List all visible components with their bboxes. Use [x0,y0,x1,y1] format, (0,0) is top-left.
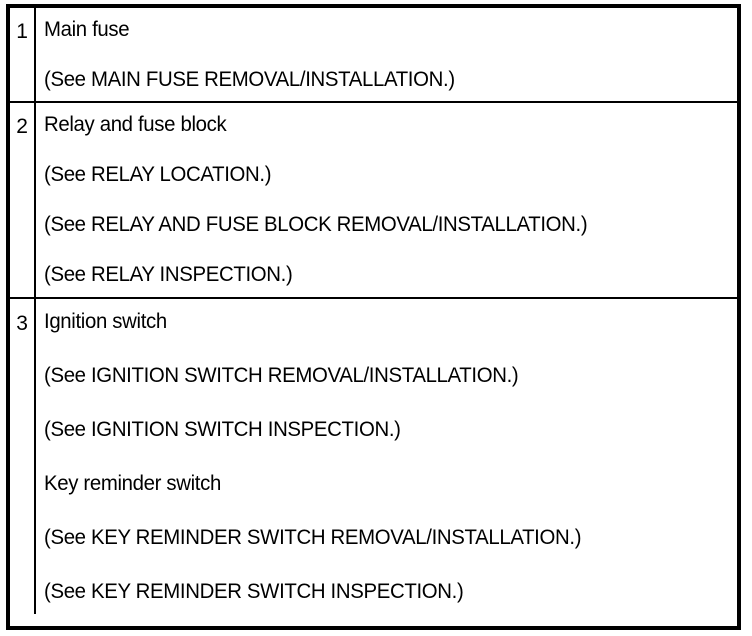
cross-reference: (See IGNITION SWITCH INSPECTION.) [44,418,401,441]
component-reference-table: 1 Main fuse (See MAIN FUSE REMOVAL/INSTA… [6,4,741,630]
row-number: 2 [16,115,28,138]
row-number-cell: 3 [10,299,36,614]
cross-reference: (See IGNITION SWITCH REMOVAL/INSTALLATIO… [44,364,519,387]
row-content-cell: Relay and fuse block (See RELAY LOCATION… [36,103,737,297]
row-content-cell: Ignition switch (See IGNITION SWITCH REM… [36,299,737,614]
component-name: Key reminder switch [44,472,221,495]
cross-reference: (See KEY REMINDER SWITCH REMOVAL/INSTALL… [44,526,582,549]
cross-reference: (See RELAY AND FUSE BLOCK REMOVAL/INSTAL… [44,213,588,236]
cross-reference: (See KEY REMINDER SWITCH INSPECTION.) [44,580,464,603]
row-number: 1 [16,20,28,43]
table-row: 1 Main fuse (See MAIN FUSE REMOVAL/INSTA… [10,8,737,103]
cross-reference: (See RELAY LOCATION.) [44,163,272,186]
component-name: Main fuse [44,18,130,41]
table-row: 2 Relay and fuse block (See RELAY LOCATI… [10,103,737,299]
table-row: 3 Ignition switch (See IGNITION SWITCH R… [10,299,737,614]
row-number-cell: 2 [10,103,36,297]
row-content-cell: Main fuse (See MAIN FUSE REMOVAL/INSTALL… [36,8,737,101]
row-number-cell: 1 [10,8,36,101]
component-name: Ignition switch [44,310,167,333]
row-number: 3 [16,312,28,335]
component-name: Relay and fuse block [44,113,227,136]
cross-reference: (See MAIN FUSE REMOVAL/INSTALLATION.) [44,68,455,91]
cross-reference: (See RELAY INSPECTION.) [44,263,293,286]
